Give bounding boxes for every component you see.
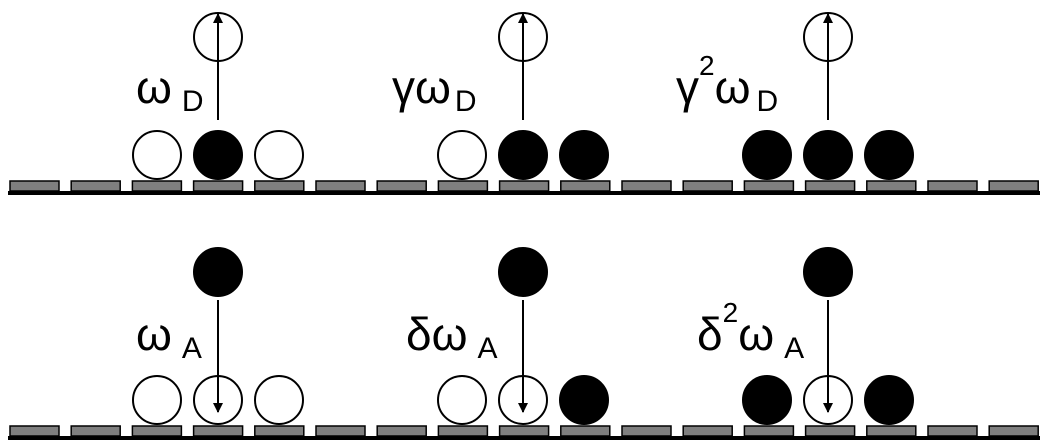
center-particle-filled	[498, 130, 548, 180]
lattice-site	[988, 425, 1039, 437]
lattice-site	[70, 180, 121, 192]
lattice-site	[376, 425, 427, 437]
lattice-site	[743, 180, 795, 192]
lattice-site	[621, 180, 672, 192]
lattice-sites-bottom	[9, 425, 1039, 437]
lattice-site	[254, 180, 305, 192]
lattice-site	[743, 425, 795, 437]
lattice-site	[437, 180, 489, 192]
center-particle-filled	[193, 130, 243, 180]
neighbor-left-particle	[132, 130, 182, 180]
lattice-site	[131, 425, 183, 437]
neighbor-right-particle	[254, 130, 304, 180]
lattice-site	[621, 425, 672, 437]
lattice-site	[70, 425, 121, 437]
lattice-site	[804, 180, 856, 192]
lattice-site	[437, 425, 489, 437]
lattice-site	[376, 180, 427, 192]
neighbor-right-particle	[864, 375, 914, 425]
lattice-site	[9, 180, 60, 192]
lattice-site	[988, 180, 1039, 192]
lattice-site	[498, 180, 550, 192]
lattice-site	[9, 425, 60, 437]
lattice-site	[927, 180, 978, 192]
lattice-sites-top	[9, 180, 1039, 192]
neighbor-right-particle	[254, 375, 304, 425]
neighbor-right-particle	[559, 375, 609, 425]
lattice-site	[254, 425, 305, 437]
lattice-site	[560, 180, 611, 192]
incoming-particle-filled	[193, 247, 243, 297]
lattice-site	[804, 425, 856, 437]
neighbor-right-particle	[559, 130, 609, 180]
lattice-site	[682, 180, 733, 192]
lattice-site	[682, 425, 733, 437]
neighbor-left-particle	[437, 375, 487, 425]
neighbor-left-particle	[742, 375, 792, 425]
neighbor-right-particle	[864, 130, 914, 180]
neighbor-left-particle	[742, 130, 792, 180]
lattice-site	[866, 180, 917, 192]
lattice-site	[560, 425, 611, 437]
lattice-site	[192, 180, 244, 192]
lattice-site	[315, 425, 366, 437]
lattice-site	[192, 425, 244, 437]
lattice-site	[131, 180, 183, 192]
lattice-site	[866, 425, 917, 437]
neighbor-left-particle	[437, 130, 487, 180]
lattice-site	[498, 425, 550, 437]
lattice-site	[927, 425, 978, 437]
lattice-site	[315, 180, 366, 192]
neighbor-left-particle	[132, 375, 182, 425]
center-particle-filled	[803, 130, 853, 180]
incoming-particle-filled	[803, 247, 853, 297]
incoming-particle-filled	[498, 247, 548, 297]
